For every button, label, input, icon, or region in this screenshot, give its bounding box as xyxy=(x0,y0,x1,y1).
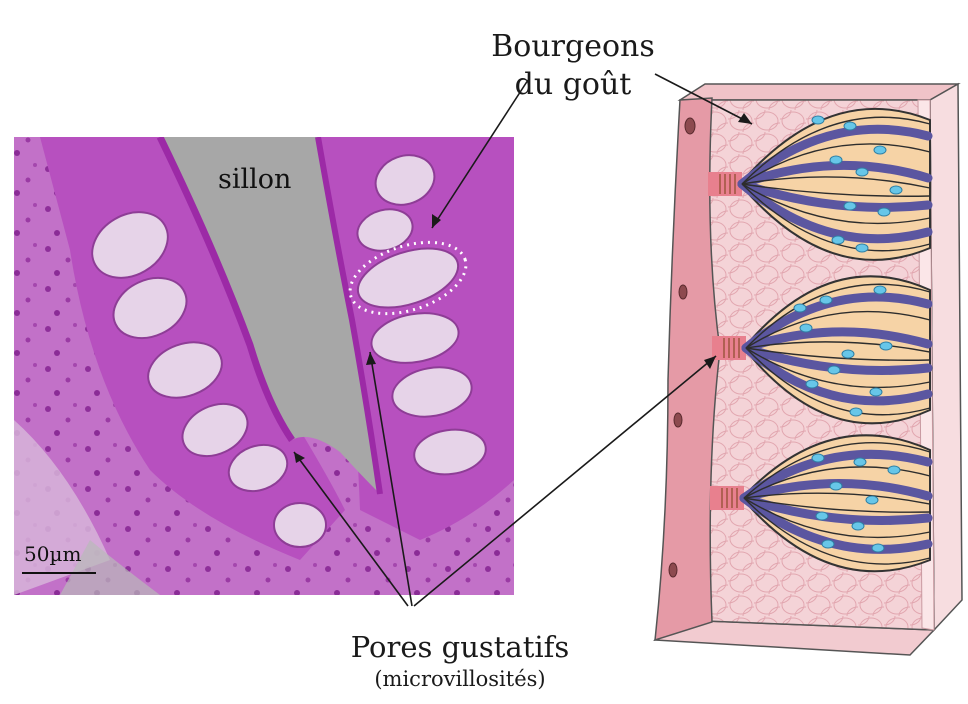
label-taste-buds: Bourgeons du goût xyxy=(478,28,668,104)
taste-bud-schematic xyxy=(655,84,962,655)
histology-micrograph xyxy=(14,137,514,595)
label-taste-buds-line2: du goût xyxy=(478,66,668,104)
label-taste-pores: Pores gustatifs xyxy=(340,630,580,664)
block-top-face xyxy=(680,84,958,100)
label-scale-bar: 50µm xyxy=(24,542,81,566)
block-right-face xyxy=(930,84,962,630)
label-microvilli: (microvillosités) xyxy=(340,664,580,694)
label-taste-buds-line1: Bourgeons xyxy=(478,28,668,66)
label-groove: sillon xyxy=(218,164,291,195)
